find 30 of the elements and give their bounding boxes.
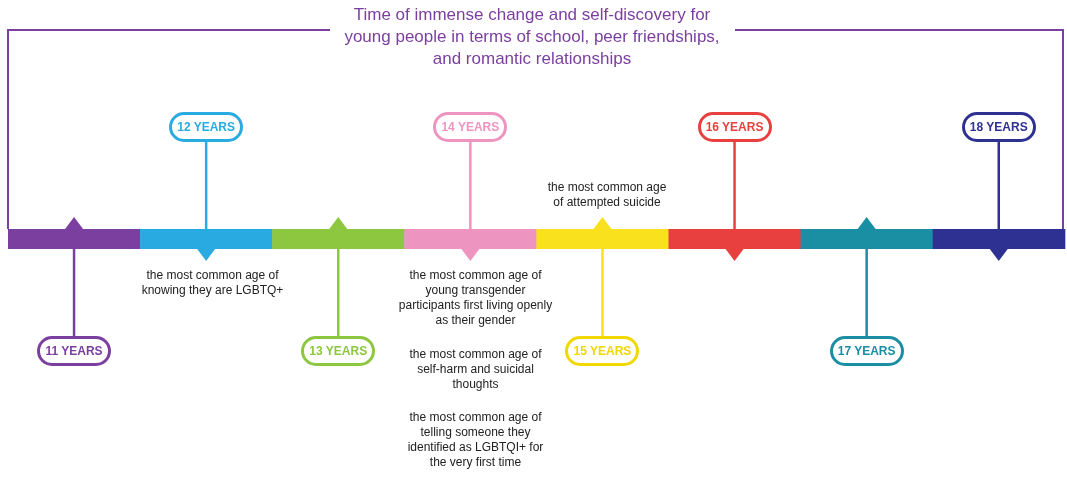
timeline-segment — [932, 229, 1066, 261]
note-text: the most common age of attempted suicide — [546, 180, 668, 210]
age-pill: 17 YEARS — [829, 336, 904, 366]
connector-line — [469, 142, 472, 229]
age-pill: 16 YEARS — [697, 112, 772, 142]
connector-line — [204, 142, 208, 229]
timeline-segment — [800, 217, 934, 249]
connector-line — [865, 249, 868, 336]
age-pill: 13 YEARS — [301, 336, 376, 366]
timeline-segment — [8, 217, 141, 249]
timeline-segment — [140, 229, 273, 261]
timeline-segment — [536, 217, 669, 249]
age-pill: 11 YEARS — [37, 336, 112, 366]
age-pill: 12 YEARS — [169, 112, 244, 142]
note-text: the most common age of telling someone they identified as LGBTQI+ for the very first time — [406, 410, 545, 470]
connector-line — [72, 249, 76, 336]
age-pill: 18 YEARS — [961, 112, 1036, 142]
timeline-segment — [668, 229, 802, 261]
age-pill: 14 YEARS — [433, 112, 508, 142]
note-text: the most common age of knowing they are LGBTQ+ — [140, 268, 285, 298]
note-text: the most common age of young transgender participants first living openly as their gender — [398, 268, 553, 328]
connector-line — [733, 142, 736, 229]
connector-line — [997, 142, 1000, 229]
timeline-segment — [272, 217, 405, 249]
timeline-segment — [404, 229, 537, 261]
age-pill: 15 YEARS — [565, 336, 640, 366]
note-text: the most common age of self-harm and suicidal thoughts — [408, 347, 543, 392]
title: Time of immense change and self-discovery for young people in terms of school, peer friendships, and romantic relationships — [343, 4, 721, 70]
connector-line — [601, 249, 604, 336]
connector-line — [337, 249, 340, 336]
